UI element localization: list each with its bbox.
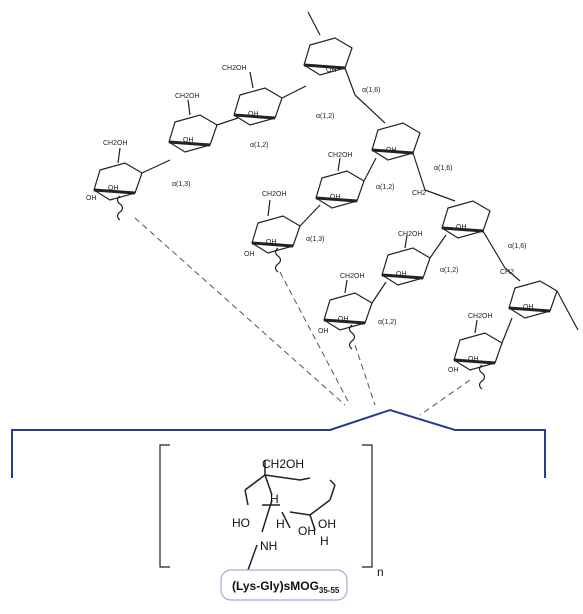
- label-oh-7: OH: [456, 224, 467, 231]
- label-oh-14: OH: [244, 251, 255, 258]
- peptide-range: 35-55: [319, 586, 340, 595]
- linkage-a16-2: α(1,6): [434, 165, 452, 172]
- linkage-a16-3: α(1,6): [508, 243, 526, 250]
- monomer-ch2oh: CH2OH: [262, 457, 304, 471]
- label-oh-16: OH: [448, 367, 459, 374]
- label-oh-5: OH: [330, 194, 341, 201]
- label-ch2oh-4: CH2OH: [328, 152, 353, 159]
- dashed-connectors: [134, 217, 471, 416]
- label-ch2oh-3: CH2OH: [103, 140, 128, 147]
- linkage-a12-3: α(1,2): [376, 184, 394, 191]
- monomer-h-1: H: [270, 492, 279, 506]
- blue-bracket: [11, 408, 546, 478]
- label-oh-4: OH: [386, 147, 397, 154]
- label-oh-11: OH: [468, 356, 479, 363]
- ring-labels: CH2OH CH2OH CH2OH CH2OH CH2OH CH2OH CH2O…: [86, 65, 534, 374]
- peptide-name: sMOG: [284, 579, 319, 593]
- label-oh-8: OH: [396, 271, 407, 278]
- repeat-count-n: n: [377, 565, 384, 579]
- monomer-h-2: H: [276, 517, 285, 531]
- peptide-outline: [220, 569, 348, 601]
- monomer-oh-2: OH: [298, 524, 316, 538]
- linkage-labels: α(1,6) α(1,2) α(1,2) α(1,3) α(1,6) α(1,2…: [172, 87, 526, 326]
- sugar-unit-branch-3a: [381, 234, 447, 286]
- linkage-a12-2: α(1,2): [250, 142, 268, 149]
- linkage-a13-2: α(1,3): [306, 236, 324, 243]
- label-ch2oh-5: CH2OH: [262, 191, 287, 198]
- label-ch2oh-1: CH2OH: [222, 65, 247, 72]
- label-ch2-2: CH2: [500, 269, 514, 276]
- monomer-ho: HO: [232, 516, 250, 530]
- sugar-unit-branch-2b: [251, 199, 321, 273]
- repeat-unit-labels: CH2OH HO H OH H OH H NH n (Lys-Gly)sMOG3…: [232, 457, 384, 595]
- linkage-a12-5: α(1,2): [378, 319, 396, 326]
- label-ch2oh-6: CH2OH: [398, 231, 423, 238]
- sugar-unit-backbone-3: [424, 189, 506, 269]
- linkage-a12-1: α(1,2): [316, 113, 334, 120]
- label-oh-2: OH: [183, 137, 194, 144]
- sugar-unit-branch-1b: [168, 99, 239, 153]
- linkage-a16-1: α(1,6): [362, 87, 380, 94]
- peptide-label: (Lys-Gly)sMOG35-55: [232, 579, 340, 595]
- repeat-unit-brackets: [159, 444, 373, 568]
- monomer-h-3: H: [320, 534, 329, 548]
- label-ch2oh-7: CH2OH: [340, 273, 365, 280]
- peptide-prefix: (Lys-Gly): [232, 579, 284, 593]
- linkage-a13-1: α(1,3): [172, 181, 190, 188]
- label-oh-13: OH: [86, 195, 97, 202]
- monomer-nh: NH: [260, 539, 277, 553]
- label-oh-12: OH: [326, 67, 337, 74]
- sugar-unit-backbone-4: [504, 267, 579, 331]
- label-ch2oh-2: CH2OH: [175, 93, 200, 100]
- monomer-oh-1: OH: [318, 517, 336, 531]
- label-oh-9: OH: [338, 316, 349, 323]
- sugar-unit-branch-1c: [93, 147, 171, 221]
- sugar-unit-branch-3b: [323, 279, 387, 350]
- sugar-unit-branch-4a: [453, 317, 513, 390]
- label-oh-1: OH: [248, 111, 259, 118]
- label-ch2-1: CH2: [412, 190, 426, 197]
- label-ch2oh-8: CH2OH: [468, 313, 493, 320]
- sugar-unit-backbone-1: [303, 11, 356, 96]
- linkage-a12-4: α(1,2): [440, 267, 458, 274]
- label-oh-6: OH: [266, 239, 277, 246]
- sugar-unit-branch-1a: [233, 71, 307, 126]
- label-oh-10: OH: [523, 304, 534, 311]
- label-oh-3: OH: [108, 185, 119, 192]
- label-oh-15: OH: [318, 328, 329, 335]
- sugar-unit-branch-2a: [315, 157, 377, 209]
- repeat-unit-structure: [244, 460, 336, 571]
- sugar-unit-backbone-2: [354, 94, 426, 191]
